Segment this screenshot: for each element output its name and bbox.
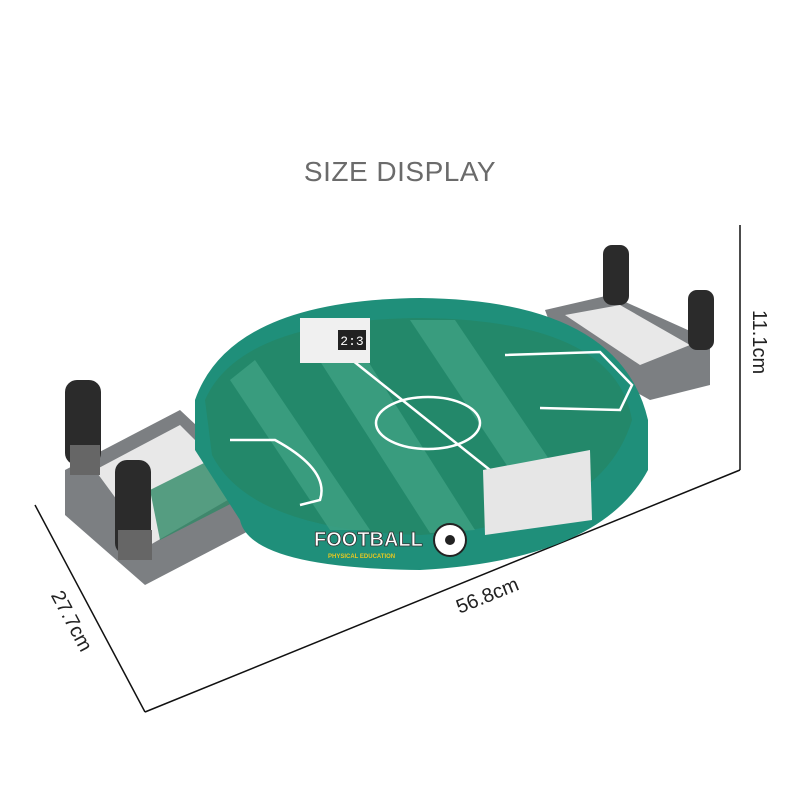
center-block [483,450,592,535]
height-label: 11.1cm [748,310,770,375]
scoreboard-score: 2:3 [340,334,363,349]
width-line [34,504,146,713]
dimension-lines [34,225,741,713]
right-goal-unit [545,245,714,400]
brand-text: FOOTBALL [314,529,423,551]
handle [688,290,714,350]
brand-subtext: PHYSICAL EDUCATION [328,554,395,560]
length-line [144,469,741,713]
football-tray: 2:3 FOOTBALL PHYSICAL EDUCATION [195,298,648,570]
handle [603,245,629,305]
size-display-title: SIZE DISPLAY [303,156,497,187]
handle [65,380,101,465]
